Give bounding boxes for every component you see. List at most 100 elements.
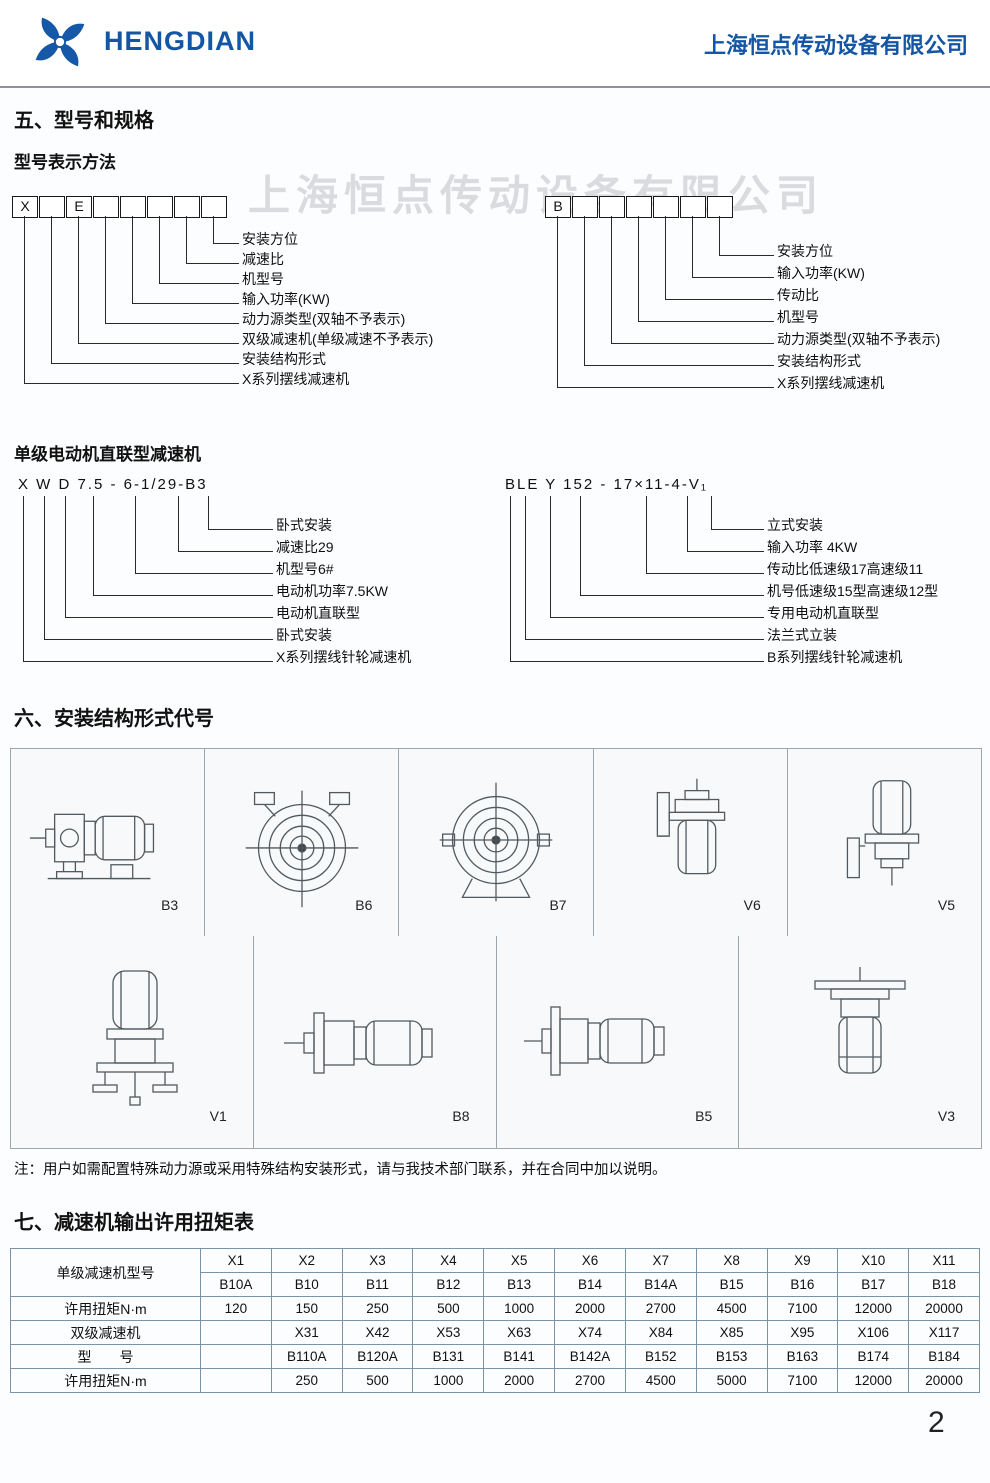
table-cell: B174 [837, 1344, 910, 1369]
leader-line [711, 496, 764, 530]
mount-type-cell-v3: V3 [739, 936, 981, 1148]
model-code-box [147, 196, 173, 218]
table-cell: 1000 [412, 1368, 485, 1393]
table-cell: X85 [695, 1320, 768, 1345]
table-cell: 20000 [908, 1296, 980, 1321]
table-row-header: 型 号 [10, 1344, 201, 1369]
table-cell: X2 [270, 1248, 343, 1273]
model-part-label: 卧式安装 [276, 627, 332, 643]
model-part-label: X系列摆线减速机 [242, 371, 350, 387]
section6-title: 六、安装结构形式代号 [14, 708, 214, 730]
table-cell: X31 [270, 1320, 343, 1345]
table-cell: B10 [270, 1272, 343, 1297]
model-code-box [599, 196, 625, 218]
company-name: 上海恒点传动设备有限公司 [703, 33, 968, 58]
table-cell: B14A [624, 1272, 697, 1297]
leader-line [93, 496, 273, 596]
table-cell: B120A [341, 1344, 414, 1369]
table-cell: B10A [200, 1272, 272, 1297]
table-cell [200, 1320, 272, 1345]
model-part-label: 安装结构形式 [242, 351, 326, 367]
table-cell: B110A [270, 1344, 343, 1369]
reducer-drawing-v1 [92, 970, 178, 1106]
reducer-drawing-v6 [656, 778, 726, 875]
model-part-label: 输入功率(KW) [777, 265, 865, 281]
model-part-label: X系列摆线针轮减速机 [276, 649, 412, 665]
table-cell: B12 [412, 1272, 485, 1297]
table-cell: B163 [766, 1344, 839, 1369]
reducer-drawing-b3 [29, 813, 154, 880]
mount-type-label: B6 [355, 897, 373, 913]
model-part-label: 输入功率(KW) [242, 291, 330, 307]
leader-line [646, 496, 764, 574]
model-part-label: 安装方位 [777, 243, 833, 259]
leader-line [132, 216, 239, 304]
mount-type-label: V3 [937, 1108, 955, 1124]
leader-line [135, 496, 273, 574]
mount-type-cell-b7: B7 [399, 749, 593, 937]
direct-coupled-title: 单级电动机直联型减速机 [14, 445, 201, 464]
table-cell: B18 [908, 1272, 980, 1297]
model-code-box [120, 196, 146, 218]
mount-type-label: V1 [209, 1108, 227, 1124]
table-cell: B13 [483, 1272, 556, 1297]
leader-line [51, 216, 239, 364]
section7-title: 七、减速机输出许用扭矩表 [14, 1212, 254, 1234]
reducer-drawing-b7 [439, 782, 553, 902]
mount-type-cell-b5: B5 [496, 936, 739, 1148]
table-cell: X117 [908, 1320, 980, 1345]
table-cell: X4 [412, 1248, 485, 1273]
mount-type-label: B8 [452, 1108, 470, 1124]
mount-type-label: B7 [549, 897, 567, 913]
mount-type-label: V5 [937, 897, 955, 913]
table-cell: 2000 [483, 1368, 556, 1393]
table-cell: B14 [554, 1272, 626, 1297]
model-part-label: 机型号6# [276, 561, 334, 577]
model-code-box [707, 196, 733, 218]
table-cell: X11 [908, 1248, 980, 1273]
table-cell: B141 [483, 1344, 556, 1369]
model-part-label: 卧式安装 [276, 517, 332, 533]
table-cell: X8 [695, 1248, 768, 1273]
table-cell: X95 [766, 1320, 839, 1345]
table-cell: 7100 [766, 1296, 839, 1321]
hengdian-logo-icon [28, 10, 92, 74]
mount-type-cell-b8: B8 [253, 936, 496, 1148]
table-cell: X1 [200, 1248, 272, 1273]
mount-type-label: B3 [161, 897, 179, 913]
leader-line [580, 496, 764, 596]
model-notation-subtitle: 型号表示方法 [14, 153, 116, 172]
table-cell: X53 [412, 1320, 485, 1345]
reducer-drawing-v3 [814, 967, 906, 1074]
model-part-label: 动力源类型(双轴不予表示) [242, 311, 406, 327]
table-cell: 2700 [554, 1368, 626, 1393]
table-cell: X42 [341, 1320, 414, 1345]
page-number: 2 [928, 1406, 945, 1439]
leader-line [208, 496, 273, 530]
model-part-label: 法兰式立装 [767, 627, 837, 643]
mount-type-cell-v5: V5 [787, 749, 981, 937]
table-cell: 250 [270, 1368, 343, 1393]
table-cell [200, 1368, 272, 1393]
model-code-box: B [545, 196, 571, 218]
table-cell: X106 [837, 1320, 910, 1345]
leader-line [611, 216, 774, 344]
brand-name: HENGDIAN [104, 26, 257, 56]
table-cell: 120 [200, 1296, 272, 1321]
table-cell: 7100 [766, 1368, 839, 1393]
table-cell: 250 [341, 1296, 414, 1321]
model-part-label: 减速比29 [276, 539, 334, 555]
model-part-label: 电动机直联型 [276, 605, 360, 621]
leader-line [23, 496, 273, 662]
mount-type-label: V6 [743, 897, 761, 913]
table-row-header: 许用扭矩N·m [10, 1368, 201, 1393]
leader-line [638, 216, 774, 322]
table-cell: B11 [341, 1272, 414, 1297]
leader-line [186, 216, 239, 264]
leader-line [78, 216, 239, 344]
